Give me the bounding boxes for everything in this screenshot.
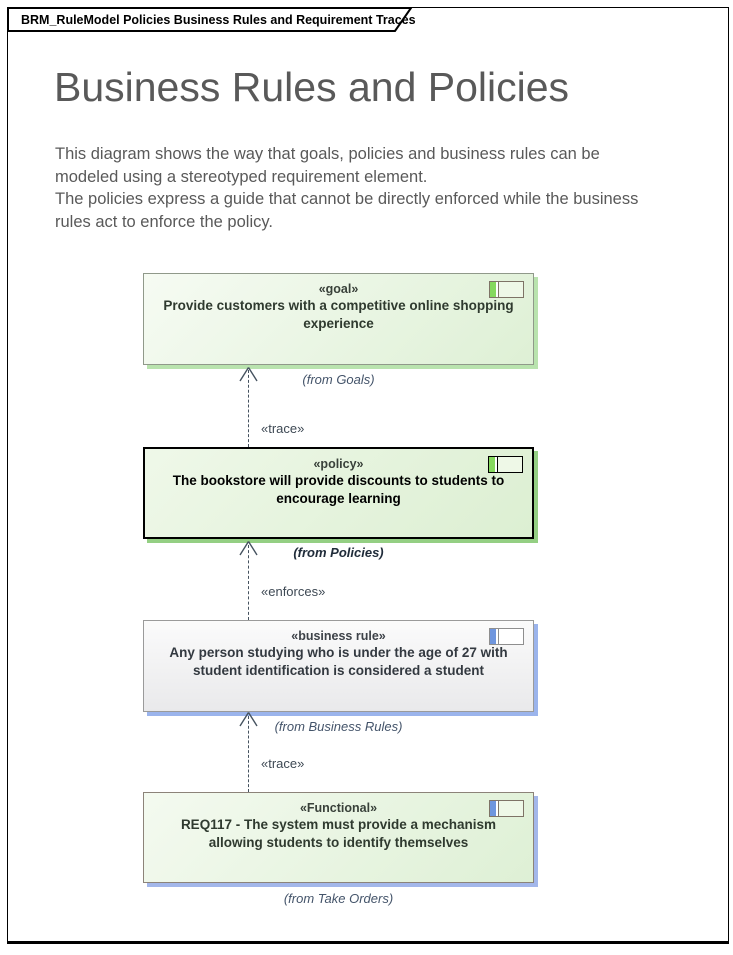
- frame-tab-shape: [7, 7, 413, 32]
- requirement-icon-bar: [490, 282, 496, 297]
- node-functional-requirement[interactable]: «Functional» REQ117 - The system must pr…: [143, 792, 534, 883]
- requirement-icon: [489, 800, 524, 817]
- node-name: REQ117 - The system must provide a mecha…: [144, 816, 533, 852]
- node-business-rule[interactable]: «business rule» Any person studying who …: [143, 620, 534, 712]
- requirement-icon-gap: [496, 801, 498, 816]
- node-name-line: student identification is considered a s…: [192, 663, 485, 678]
- node-name: Any person studying who is under the age…: [144, 644, 533, 680]
- trace-connector-label: «trace»: [261, 756, 305, 771]
- node-name-line: allowing students to identify themselves: [208, 835, 469, 850]
- from-label-goals: (from Goals): [302, 372, 375, 387]
- from-label-take-orders: (from Take Orders): [283, 891, 394, 906]
- diagram-frame-tab: BRM_RuleModel Policies Business Rules an…: [7, 7, 416, 33]
- requirement-icon-body: [498, 801, 523, 816]
- node-name: The bookstore will provide discounts to …: [145, 472, 532, 508]
- node-stereotype: «goal»: [318, 282, 359, 296]
- node-stereotype: «Functional»: [299, 801, 378, 815]
- requirement-icon-bar: [489, 457, 495, 472]
- requirement-icon: [489, 281, 524, 298]
- requirement-icon-bar: [490, 629, 496, 644]
- trace-connector-line: [248, 370, 249, 447]
- node-name-line: Any person studying who is under the age…: [169, 645, 508, 660]
- from-label-policies: (from Policies): [293, 545, 384, 560]
- trace-connector-line: [248, 716, 249, 792]
- description-line: modeled using a stereotyped requirement …: [55, 167, 428, 186]
- description-line: The policies express a guide that cannot…: [55, 190, 639, 208]
- requirement-icon-gap: [496, 282, 498, 297]
- requirement-icon-gap: [496, 629, 498, 644]
- description-line: rules act to enforce the policy.: [55, 212, 273, 231]
- requirement-icon-bar: [490, 801, 496, 816]
- node-name-line: encourage learning: [276, 491, 401, 506]
- requirement-icon-gap: [495, 457, 497, 472]
- open-arrowhead-icon: [239, 541, 258, 556]
- requirement-icon-body: [497, 457, 522, 472]
- enforces-connector-line: [248, 545, 249, 620]
- node-stereotype: «policy»: [313, 457, 364, 471]
- node-name-line: experience: [303, 316, 374, 331]
- requirement-icon-body: [498, 282, 523, 297]
- open-arrowhead-icon: [239, 367, 258, 382]
- node-name: Provide customers with a competitive onl…: [144, 297, 533, 333]
- requirement-icon-body: [498, 629, 523, 644]
- from-label-business-rules: (from Business Rules): [274, 719, 403, 734]
- enforces-connector-label: «enforces»: [261, 584, 326, 599]
- requirement-icon: [489, 628, 524, 645]
- node-stereotype: «business rule»: [291, 629, 386, 643]
- requirement-icon: [488, 456, 523, 473]
- node-goal[interactable]: «goal» Provide customers with a competit…: [143, 273, 534, 365]
- node-policy[interactable]: «policy» The bookstore will provide disc…: [143, 447, 534, 539]
- node-name-line: REQ117 - The system must provide a mecha…: [180, 817, 497, 832]
- frame-tab-label: BRM_RuleModel Policies Business Rules an…: [21, 13, 416, 27]
- page-title: Business Rules and Policies: [54, 64, 570, 110]
- trace-connector-label: «trace»: [261, 421, 305, 436]
- node-name-line: Provide customers with a competitive onl…: [163, 298, 514, 313]
- open-arrowhead-icon: [239, 712, 258, 727]
- node-name-line: The bookstore will provide discounts to …: [172, 473, 505, 488]
- description-line: This diagram shows the way that goals, p…: [55, 145, 600, 163]
- diagram-description: This diagram shows the way that goals, p…: [55, 143, 715, 233]
